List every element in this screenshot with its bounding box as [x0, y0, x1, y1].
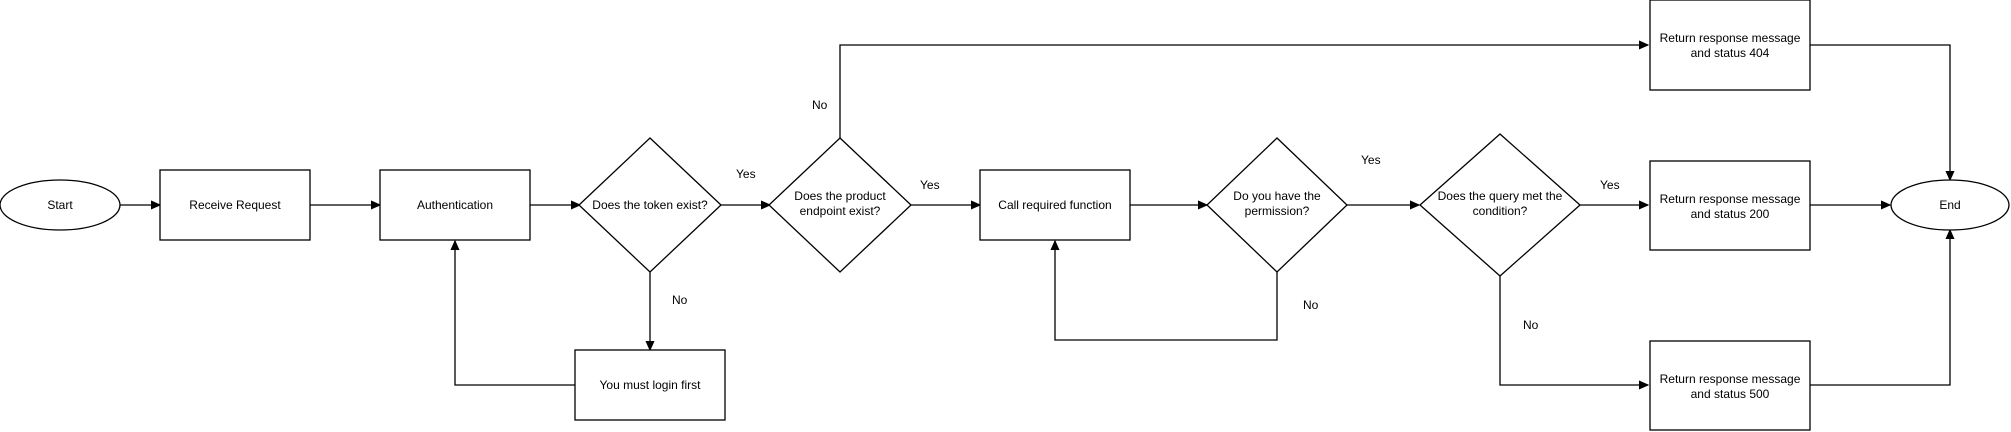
- return-404-node: Return response message and status 404: [1649, 0, 1811, 91]
- label-permission-yes: Yes: [1361, 153, 1381, 167]
- permission-label-line2: permission?: [1245, 204, 1310, 218]
- authentication-node: Authentication: [379, 169, 531, 241]
- return-404-label-line2: and status 404: [1691, 46, 1770, 60]
- return-500-node: Return response message and status 500: [1649, 340, 1811, 431]
- must-login-label: You must login first: [600, 378, 702, 392]
- must-login-node: You must login first: [574, 349, 726, 421]
- token-exist-label: Does the token exist?: [592, 198, 708, 212]
- edge-labels: Yes No Yes No Yes No Yes No: [672, 98, 1620, 332]
- query-condition-decision: Does the query met the condition?: [1419, 133, 1581, 277]
- return-200-label-line2: and status 200: [1691, 207, 1770, 221]
- permission-label-line1: Do you have the: [1233, 189, 1321, 203]
- edge-endpoint-no: [839, 45, 1648, 138]
- receive-request-node: Receive Request: [159, 169, 311, 241]
- label-token-yes: Yes: [736, 167, 756, 181]
- start-node: Start: [0, 179, 121, 231]
- authentication-label: Authentication: [417, 198, 493, 212]
- product-endpoint-label-line1: Does the product: [794, 189, 886, 203]
- call-function-node: Call required function: [979, 169, 1131, 241]
- label-query-yes: Yes: [1600, 178, 1620, 192]
- edge-query-no: [1499, 276, 1648, 385]
- token-exist-decision: Does the token exist?: [578, 137, 722, 273]
- edge-500-to-end: [1808, 230, 1950, 386]
- label-endpoint-no: No: [812, 98, 828, 112]
- query-condition-label-line2: condition?: [1473, 204, 1528, 218]
- product-endpoint-label-line2: endpoint exist?: [800, 204, 881, 218]
- label-token-no: No: [672, 293, 688, 307]
- edges: [120, 45, 1950, 385]
- label-query-no: No: [1523, 318, 1539, 332]
- query-condition-label-line1: Does the query met the: [1438, 189, 1563, 203]
- edge-login-to-auth: [455, 241, 575, 386]
- edge-permission-no: [1055, 241, 1278, 341]
- edge-404-to-end: [1808, 44, 1950, 180]
- return-200-node: Return response message and status 200: [1649, 160, 1811, 251]
- permission-decision: Do you have the permission?: [1206, 137, 1348, 273]
- start-label: Start: [47, 198, 73, 212]
- call-function-label: Call required function: [998, 198, 1111, 212]
- product-endpoint-decision: Does the product endpoint exist?: [768, 137, 912, 273]
- end-label: End: [1939, 198, 1960, 212]
- end-node: End: [1890, 179, 2010, 231]
- return-500-label-line1: Return response message: [1660, 372, 1801, 386]
- label-permission-no: No: [1303, 298, 1319, 312]
- return-500-label-line2: and status 500: [1691, 387, 1770, 401]
- return-404-label-line1: Return response message: [1660, 31, 1801, 45]
- label-endpoint-yes: Yes: [920, 178, 940, 192]
- receive-request-label: Receive Request: [189, 198, 281, 212]
- return-200-label-line1: Return response message: [1660, 192, 1801, 206]
